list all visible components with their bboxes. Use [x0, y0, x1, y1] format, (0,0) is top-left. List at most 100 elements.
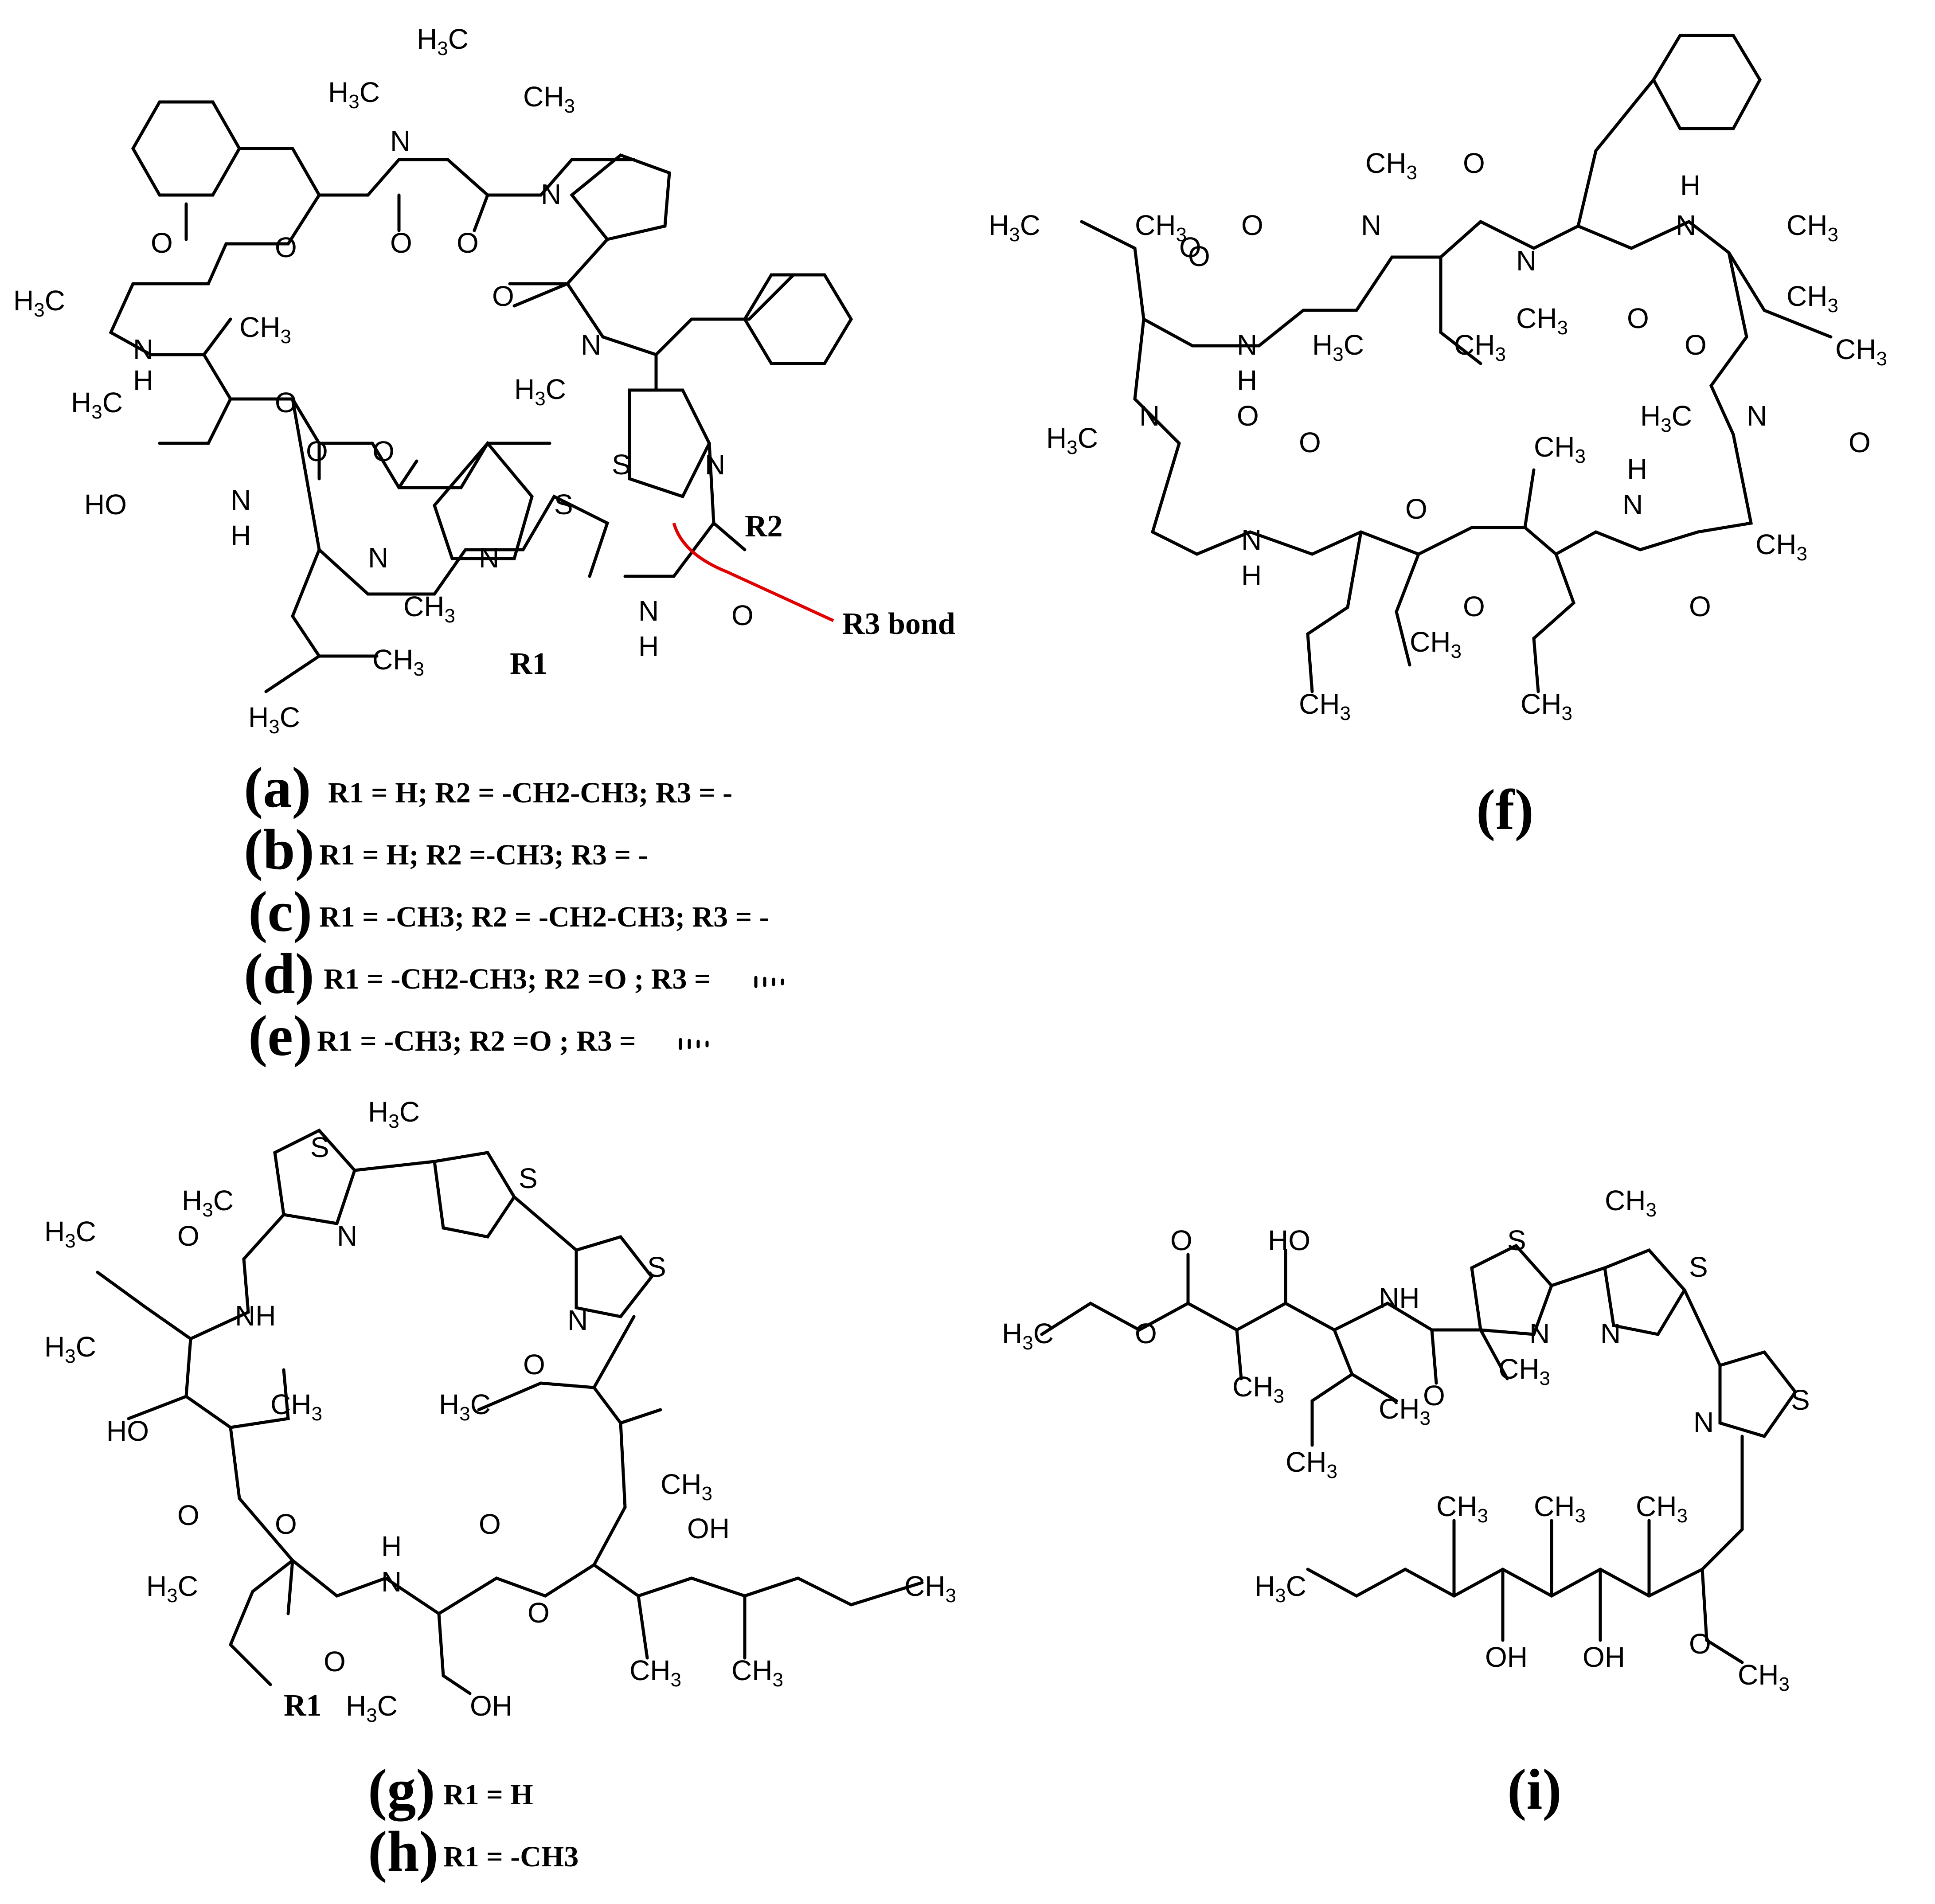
- legend-d: R1 = -CH2-CH3; R2 =O ; R3 =: [324, 963, 711, 995]
- atom-label: CH3: [239, 311, 291, 348]
- legend-c: R1 = -CH3; R2 = -CH2-CH3; R3 = -: [319, 901, 769, 933]
- oxygen-label: O: [1463, 147, 1485, 179]
- atom-label: H3C: [44, 1216, 96, 1252]
- oxygen-label: O: [275, 1508, 297, 1540]
- hydroxyl-label: OH: [470, 1690, 512, 1722]
- hydroxyl-label: OH: [687, 1513, 730, 1544]
- oxygen-label: O: [275, 387, 297, 418]
- sulfur-label: S: [1689, 1251, 1708, 1283]
- nitrogen-label: N: [1622, 489, 1643, 520]
- hydroxyl-label: HO: [1268, 1224, 1310, 1256]
- atom-label: CH3: [403, 590, 455, 627]
- atom-label: CH3: [1534, 1490, 1586, 1527]
- nitrogen-label: N: [1676, 209, 1696, 241]
- sulfur-label: S: [612, 449, 631, 481]
- atom-label: H3C: [328, 76, 380, 113]
- hydrogen-label: H: [1627, 453, 1647, 485]
- atom-label: CH3: [1299, 688, 1351, 724]
- r1-label: R1: [284, 1689, 322, 1723]
- oxygen-label: O: [1689, 1628, 1711, 1660]
- hydrogen-label: H: [1241, 559, 1262, 591]
- atom-label: CH3: [1755, 528, 1807, 565]
- oxygen-label: O: [1849, 426, 1871, 458]
- atom-label: CH3: [1498, 1353, 1550, 1389]
- atom-label: H3C: [248, 701, 300, 738]
- atom-label: H3C: [1046, 422, 1098, 458]
- nitrogen-label: N: [1693, 1406, 1714, 1438]
- oxygen-label: O: [457, 227, 479, 259]
- oxygen-label: O: [492, 280, 514, 312]
- atom-label: H3C: [439, 1388, 491, 1425]
- amide-nh-label: NH: [235, 1300, 276, 1332]
- oxygen-label: O: [390, 227, 412, 259]
- sulfur-label: S: [1791, 1384, 1810, 1416]
- nitrogen-label: N: [133, 333, 153, 365]
- sulfur-label: S: [647, 1251, 666, 1283]
- oxygen-label: O: [1299, 426, 1321, 458]
- atom-label: H3C: [13, 285, 65, 321]
- sulfur-label: S: [310, 1131, 329, 1163]
- atom-label: CH3: [1454, 329, 1506, 365]
- atom-label: CH3: [1135, 209, 1187, 246]
- oxygen-label: O: [1237, 400, 1259, 432]
- tag-e: (e): [248, 1004, 312, 1068]
- hydroxyl-label: OH: [1485, 1641, 1528, 1673]
- tag-a: (a): [244, 756, 311, 820]
- nitrogen-label: N: [541, 178, 561, 210]
- oxygen-label: O: [151, 227, 173, 259]
- atom-label: H3C: [1002, 1318, 1054, 1354]
- thiazoline-ring: [273, 1128, 356, 1225]
- oxygen-label: O: [372, 435, 395, 467]
- atom-label: CH3: [1410, 626, 1462, 662]
- atom-label: CH3: [1436, 1490, 1488, 1527]
- atom-label: CH3: [1516, 302, 1568, 339]
- oxygen-label: O: [479, 1508, 501, 1540]
- atom-label: CH3: [1835, 333, 1887, 370]
- oxygen-label: O: [1188, 240, 1210, 272]
- atom-label: CH3: [1786, 209, 1838, 246]
- oxygen-label: O: [1463, 590, 1485, 622]
- oxygen-label: O: [1423, 1380, 1445, 1411]
- atom-label: CH3: [1786, 280, 1838, 317]
- hashed-bond-symbol-d: [754, 976, 784, 988]
- oxygen-label: O: [1689, 590, 1711, 622]
- nitrogen-label: N: [1237, 329, 1257, 361]
- thiazole-ring: [575, 1235, 654, 1318]
- tag-h: (h): [368, 1820, 438, 1884]
- atom-label: H3C: [1640, 400, 1692, 436]
- hydrogen-label: H: [381, 1530, 402, 1562]
- nitrogen-label: N: [479, 542, 499, 574]
- atom-label: CH3: [1232, 1371, 1284, 1407]
- oxygen-label: O: [177, 1499, 199, 1531]
- oxygen-label: O: [1179, 231, 1201, 263]
- structure-i: CH3 S S O HO NH N N H3C O O CH3 CH3 CH3 …: [1002, 1185, 1810, 1822]
- legend-a: R1 = H; R2 = -CH2-CH3; R3 = -: [328, 777, 732, 809]
- r2-label: R2: [745, 509, 783, 543]
- oxygen-label: O: [1685, 329, 1707, 361]
- nitrogen-label: N: [1241, 524, 1262, 556]
- tag-d: (d): [244, 942, 314, 1006]
- dihydrothiophene-ring: [433, 1151, 516, 1239]
- oxygen-label: O: [1170, 1224, 1192, 1256]
- nitrogen-label: N: [1361, 209, 1381, 241]
- atom-label: CH3: [629, 1654, 681, 1691]
- atom-label: CH3: [1738, 1659, 1790, 1695]
- thiazoline-ring-1: [1470, 1243, 1554, 1336]
- hydrogen-label: H: [638, 630, 659, 662]
- structure-a-e: H3C CH3 H3C N N O O O O H3C CH3 N H O N …: [13, 23, 955, 1068]
- hydrogen-label: H: [133, 364, 153, 396]
- sulfur-label: S: [554, 489, 573, 520]
- benzene-ring: [131, 100, 242, 197]
- hydrogen-label: H: [231, 520, 251, 551]
- nitrogen-label: N: [381, 1566, 402, 1598]
- atom-label: H3C: [989, 209, 1040, 246]
- nitrogen-label: N: [1139, 400, 1160, 432]
- atom-label: H3C: [71, 387, 123, 423]
- nitrogen-label: N: [390, 125, 410, 157]
- r3-bond-marker: [672, 523, 834, 622]
- thiazoline-ring-2: [628, 388, 711, 499]
- proline-ring: [570, 153, 671, 241]
- atom-label: CH3: [661, 1468, 712, 1505]
- oxygen-label: O: [1135, 1318, 1157, 1349]
- hashed-bond-symbol-e: [679, 1038, 709, 1050]
